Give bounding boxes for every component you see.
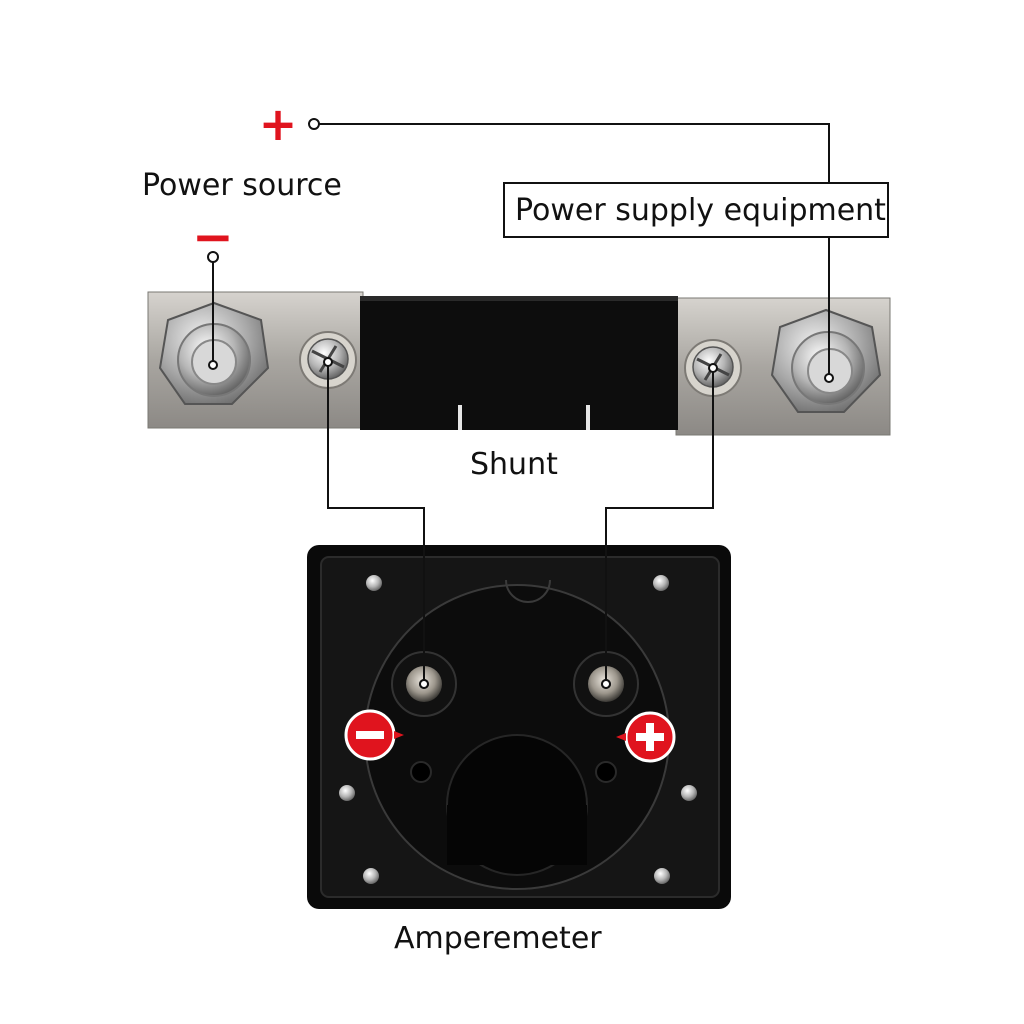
- wire-shunt-left-to-meter: [327, 362, 425, 684]
- amperemeter: [307, 545, 731, 909]
- shunt-label: Shunt: [470, 447, 558, 482]
- shunt: [147, 291, 891, 436]
- positive-symbol: +: [259, 97, 298, 151]
- wire-shunt-right-to-meter: [605, 368, 714, 684]
- power-supply-equipment-box: Power supply equipment: [503, 182, 889, 238]
- power-supply-equipment-label: Power supply equipment: [515, 193, 886, 228]
- positive-node-icon: [308, 118, 320, 130]
- amperemeter-label: Amperemeter: [394, 921, 602, 956]
- shunt-resistor-core: [360, 296, 678, 430]
- meter-screw-icon: [339, 785, 355, 801]
- meter-screw-icon: [681, 785, 697, 801]
- right-bolt-icon: [770, 308, 882, 413]
- power-source-label: Power source: [142, 168, 342, 203]
- positive-polarity-badge-icon: [616, 711, 676, 763]
- meter-screw-icon: [366, 575, 382, 591]
- wires: [212, 123, 830, 684]
- meter-screw-icon: [653, 575, 669, 591]
- meter-screw-icon: [654, 868, 670, 884]
- negative-node-icon: [207, 251, 219, 263]
- negative-polarity-badge-icon: [344, 709, 404, 761]
- wire-positive-to-psu: [319, 123, 830, 183]
- meter-screw-icon: [363, 868, 379, 884]
- negative-symbol: −: [192, 208, 234, 266]
